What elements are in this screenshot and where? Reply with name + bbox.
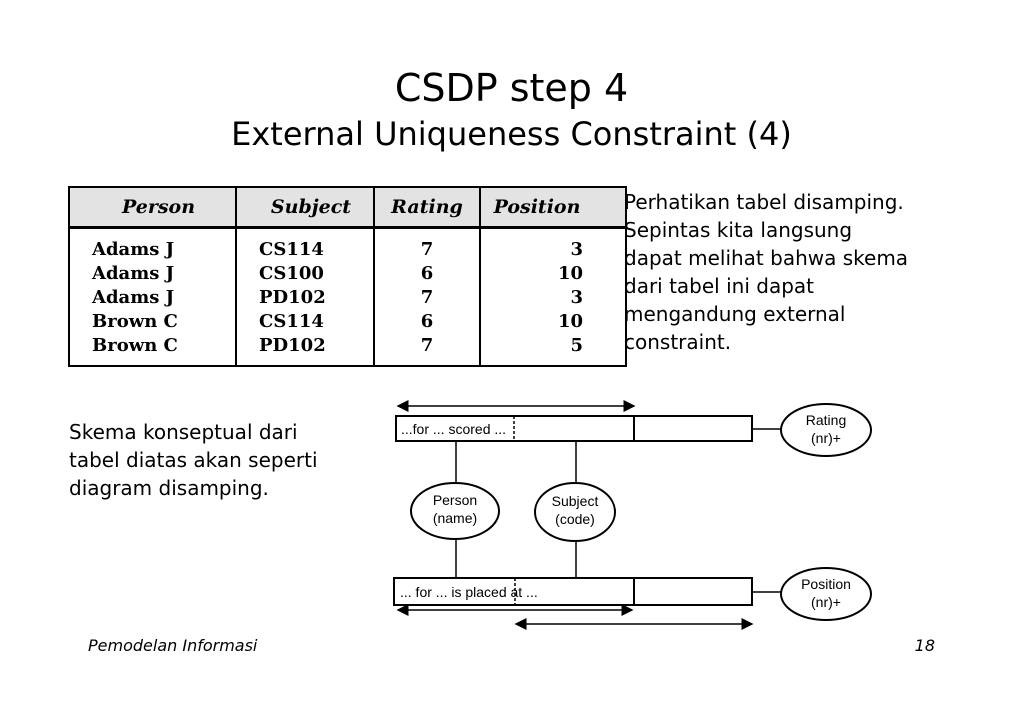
entity-position-ref: (nr)+ [811,594,841,610]
cell-subject: CS100 [235,261,374,285]
cell-subject: PD102 [235,285,374,309]
role-connectors [455,428,782,593]
right-text-line: dapat melihat bahwa skema [624,246,909,270]
cell-position: 10 [479,309,626,333]
table-row: Brown C PD102 7 5 [69,333,626,366]
table-row: Adams J PD102 7 3 [69,285,626,309]
entity-rating-name: Rating [806,412,846,428]
entity-person-ref: (name) [433,510,477,526]
right-text-line: Sepintas kita langsung [624,218,853,242]
header-rating: Rating [373,187,480,229]
cell-position: 3 [479,227,626,261]
entity-person: Person (name) [410,482,500,540]
cell-position: 10 [479,261,626,285]
footer-course-name: Pemodelan Informasi [88,636,258,655]
header-position: Position [479,187,626,229]
entity-position: Position (nr)+ [780,567,872,621]
cell-person: Adams J [92,262,175,284]
cell-position: 3 [479,285,626,309]
table-row: Adams J CS100 6 10 [69,261,626,285]
right-text-line: Perhatikan tabel disamping. [624,190,904,214]
fact-type-placed: ... for ... is placed at ... [393,577,753,606]
header-subject: Subject [235,187,374,229]
entity-subject: Subject (code) [534,482,616,542]
right-text-line: mengandung external [624,302,846,326]
left-text-line: Skema konseptual dari [69,420,298,444]
table-row: Adams J CS114 7 3 [69,227,626,261]
fact-label-scored: ...for ... scored ... [401,421,506,437]
cell-person: Brown C [92,334,178,356]
slide-subtitle: External Uniqueness Constraint (4) [231,115,792,153]
page-number: 18 [914,636,935,655]
cell-person: Brown C [92,310,178,332]
data-table: Person Subject Rating Position Adams J C… [68,186,627,367]
header-person: Person [69,187,236,229]
entity-rating: Rating (nr)+ [780,403,872,457]
slide-title: CSDP step 4 [394,66,629,110]
entity-subject-ref: (code) [555,511,595,527]
entity-subject-name: Subject [552,493,599,509]
left-text-line: tabel diatas akan seperti [69,448,318,472]
entity-position-name: Position [801,576,851,592]
left-text-line: diagram disamping. [69,476,269,500]
right-paragraph: Perhatikan tabel disamping. Sepintas kit… [624,188,908,356]
cell-subject: PD102 [235,333,374,366]
cell-person: Adams J [92,238,175,260]
fact-label-placed: ... for ... is placed at ... [400,584,538,600]
table-row: Brown C CS114 6 10 [69,309,626,333]
table-header-row: Person Subject Rating Position [69,187,626,229]
cell-rating: 7 [373,333,480,366]
cell-rating: 7 [373,285,480,309]
right-text-line: dari tabel ini dapat [624,274,814,298]
cell-subject: CS114 [235,227,374,261]
cell-rating: 7 [373,227,480,261]
cell-rating: 6 [373,261,480,285]
fact-type-scored: ...for ... scored ... [395,415,753,442]
cell-person: Adams J [92,286,175,308]
cell-subject: CS114 [235,309,374,333]
entity-rating-ref: (nr)+ [811,430,841,446]
left-paragraph: Skema konseptual dari tabel diatas akan … [69,418,318,502]
cell-rating: 6 [373,309,480,333]
entity-person-name: Person [433,492,477,508]
right-text-line: constraint. [624,330,732,354]
cell-position: 5 [479,333,626,366]
